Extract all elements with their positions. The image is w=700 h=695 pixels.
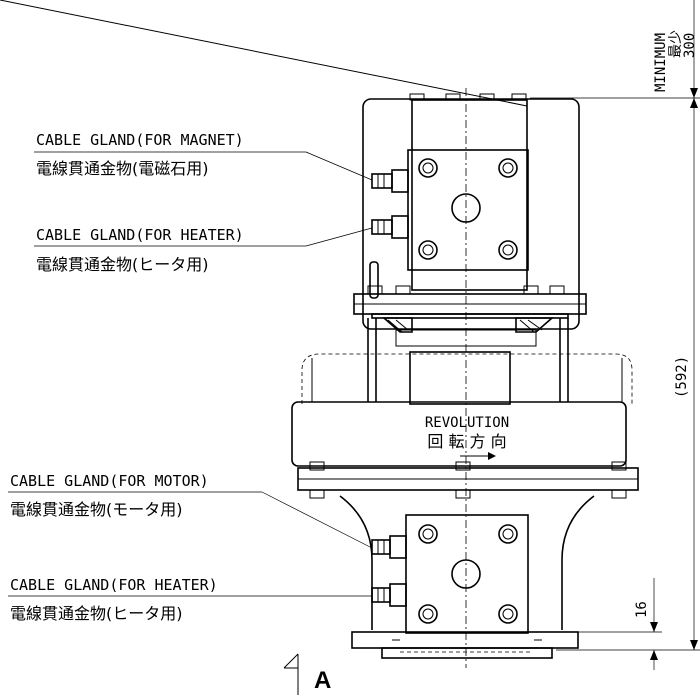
dimension-base-value: 16 <box>634 601 650 618</box>
label-cable-gland-heater-lower-en: CABLE GLAND(FOR HEATER) <box>10 576 218 594</box>
tie-rods <box>367 318 569 402</box>
label-cable-gland-motor-en: CABLE GLAND(FOR MOTOR) <box>10 472 209 490</box>
label-cable-gland-motor-jp: 電線貫通金物(モータ用) <box>10 500 183 519</box>
label-cable-gland-heater-lower-jp: 電線貫通金物(ヒータ用) <box>10 604 183 623</box>
dimension-minimum-en: MINIMUM <box>653 33 669 92</box>
leader-lines <box>8 151 373 597</box>
upper-housing <box>0 0 587 347</box>
top-bolts <box>409 93 527 101</box>
dimension-height-value: (592) <box>674 356 690 398</box>
label-cable-gland-heater-upper-jp: 電線貫通金物(ヒータ用) <box>36 255 209 274</box>
revolution-label-jp: 回 転 方 向 <box>427 432 506 451</box>
section-arrow-icon <box>283 653 299 695</box>
lower-housing <box>339 495 595 659</box>
dimension-minimum-value: 300 <box>682 33 698 58</box>
rotating-section <box>291 351 639 499</box>
label-cable-gland-magnet-jp: 電線貫通金物(電磁石用) <box>36 159 209 178</box>
revolution-arrow-icon <box>460 452 496 460</box>
dimension-minimum-jp: 最少 <box>668 30 684 58</box>
label-cable-gland-magnet-en: CABLE GLAND(FOR MAGNET) <box>36 131 244 149</box>
revolution-label-en: REVOLUTION <box>425 415 509 431</box>
dimension-lines <box>530 0 700 670</box>
section-marker-label: A <box>314 667 331 694</box>
label-cable-gland-heater-upper-en: CABLE GLAND(FOR HEATER) <box>36 226 244 244</box>
